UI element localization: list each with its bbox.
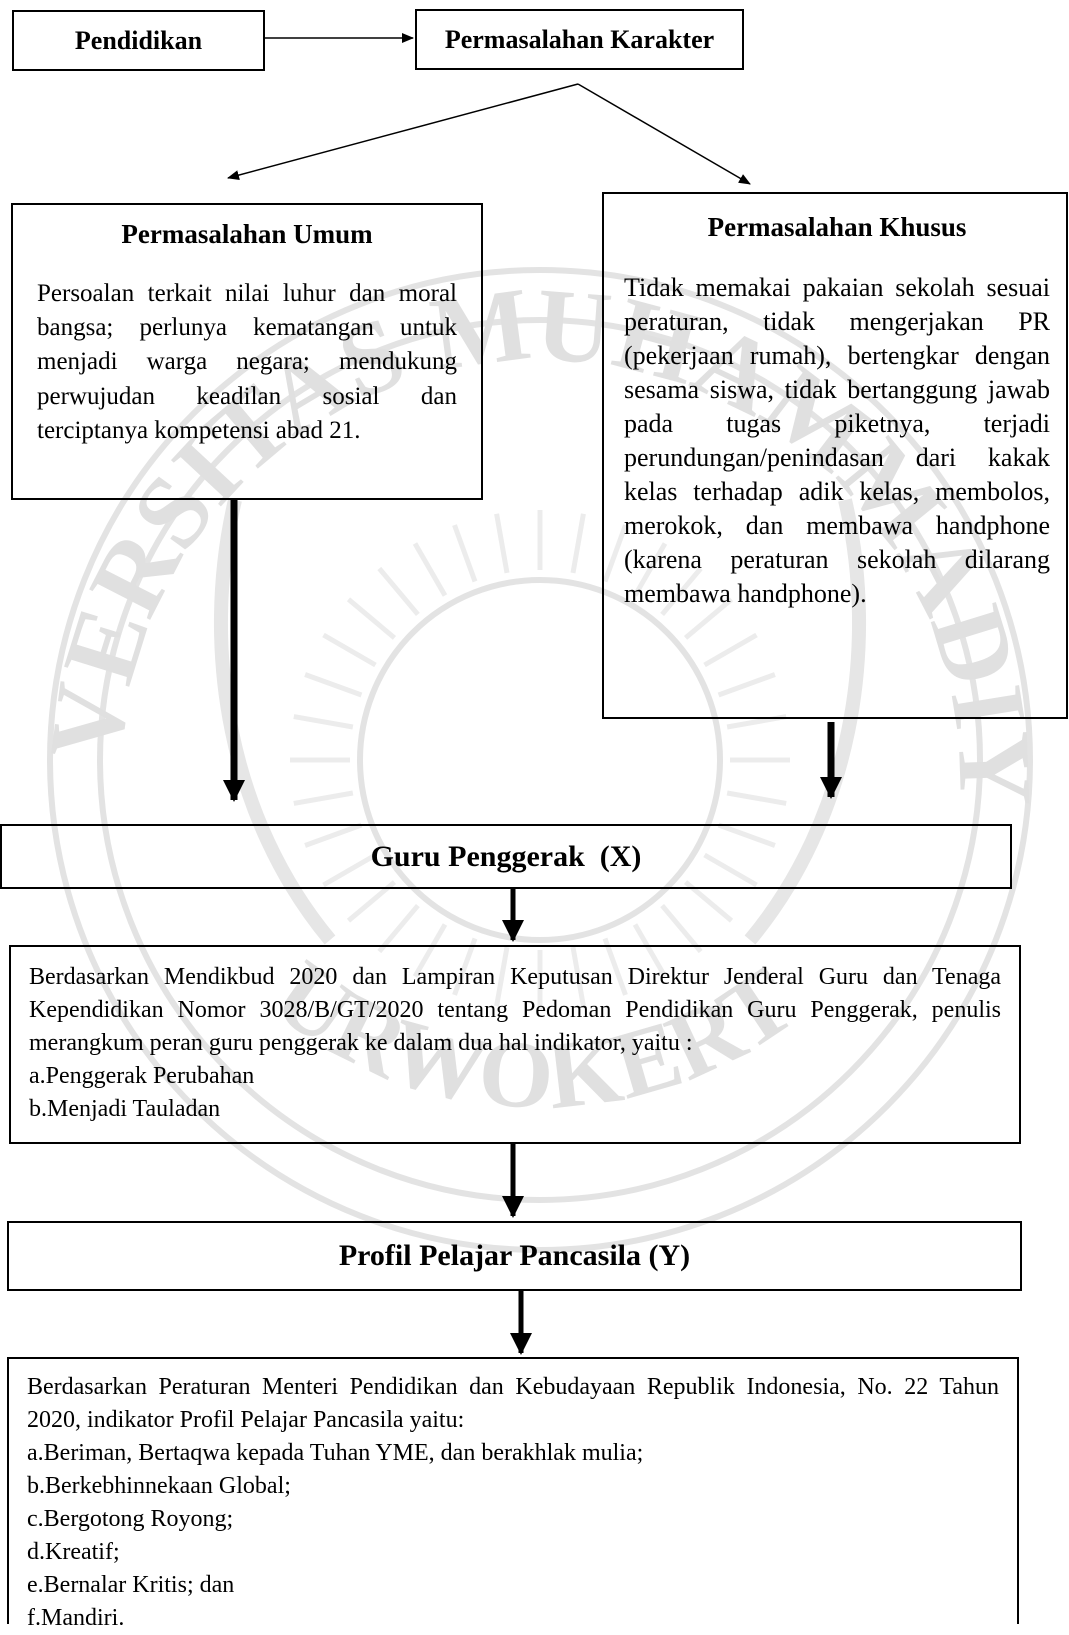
- node-pendidikan-label: Pendidikan: [74, 25, 203, 55]
- seal-ray: [293, 714, 354, 730]
- profil-indikator-item: b.Berkebhinnekaan Global;: [27, 1473, 291, 1499]
- permasalahan-khusus-text: Tidak memakai pakaian sekolah sesuai per…: [624, 273, 1050, 608]
- seal-ray: [452, 524, 478, 583]
- seal-ray: [293, 790, 354, 806]
- seal-ray: [570, 513, 586, 574]
- seal-ray: [494, 513, 510, 574]
- node-pendidikan: Pendidikan: [12, 10, 265, 71]
- node-permasalahan-umum: Permasalahan Umum Persoalan terkait nila…: [11, 203, 483, 500]
- seal-ray: [346, 597, 397, 640]
- permasalahan-umum-title: Permasalahan Umum: [121, 219, 373, 249]
- node-permasalahan-karakter-label: Permasalahan Karakter: [444, 24, 715, 54]
- guru-indikator-intro: Berdasarkan Mendikbud 2020 dan Lampiran …: [29, 964, 1001, 1056]
- node-permasalahan-khusus: Permasalahan Khusus Tidak memakai pakaia…: [602, 192, 1068, 719]
- node-profil-pelajar-pancasila: Profil Pelajar Pancasila (Y): [7, 1221, 1022, 1291]
- arrow-karakter-to-khusus: [577, 83, 751, 185]
- arrow-karakter-to-umum: [227, 83, 579, 180]
- guru-indikator-item: b.Menjadi Tauladan: [29, 1096, 221, 1122]
- node-guru-penggerak-indikator: Berdasarkan Mendikbud 2020 dan Lampiran …: [9, 945, 1021, 1144]
- profil-indikator-item: f.Mandiri.: [27, 1605, 125, 1631]
- node-guru-penggerak: Guru Penggerak (X): [0, 824, 1012, 889]
- permasalahan-khusus-title: Permasalahan Khusus: [707, 212, 967, 242]
- profil-indikator-item: c.Bergotong Royong;: [27, 1506, 234, 1532]
- node-guru-penggerak-label: Guru Penggerak (X): [370, 839, 642, 873]
- guru-indikator-item: a.Penggerak Perubahan: [29, 1063, 255, 1089]
- permasalahan-umum-text: Persoalan terkait nilai luhur dan moral …: [37, 280, 457, 444]
- node-permasalahan-karakter: Permasalahan Karakter: [415, 9, 744, 70]
- node-profil-pelajar-pancasila-label: Profil Pelajar Pancasila (Y): [338, 1239, 691, 1272]
- seal-ray: [304, 672, 363, 698]
- seal-ray: [412, 542, 448, 597]
- seal-ray: [726, 790, 787, 806]
- profil-indikator-item: a.Beriman, Bertaqwa kepada Tuhan YME, da…: [27, 1440, 644, 1466]
- seal-ray: [322, 632, 377, 668]
- node-profil-indikator: Berdasarkan Peraturan Menteri Pendidikan…: [7, 1357, 1019, 1631]
- seal-ray: [377, 566, 420, 617]
- profil-indikator-item: d.Kreatif;: [27, 1539, 120, 1565]
- profil-indikator-item: e.Bernalar Kritis; dan: [27, 1572, 235, 1598]
- profil-indikator-intro: Berdasarkan Peraturan Menteri Pendidikan…: [27, 1374, 999, 1433]
